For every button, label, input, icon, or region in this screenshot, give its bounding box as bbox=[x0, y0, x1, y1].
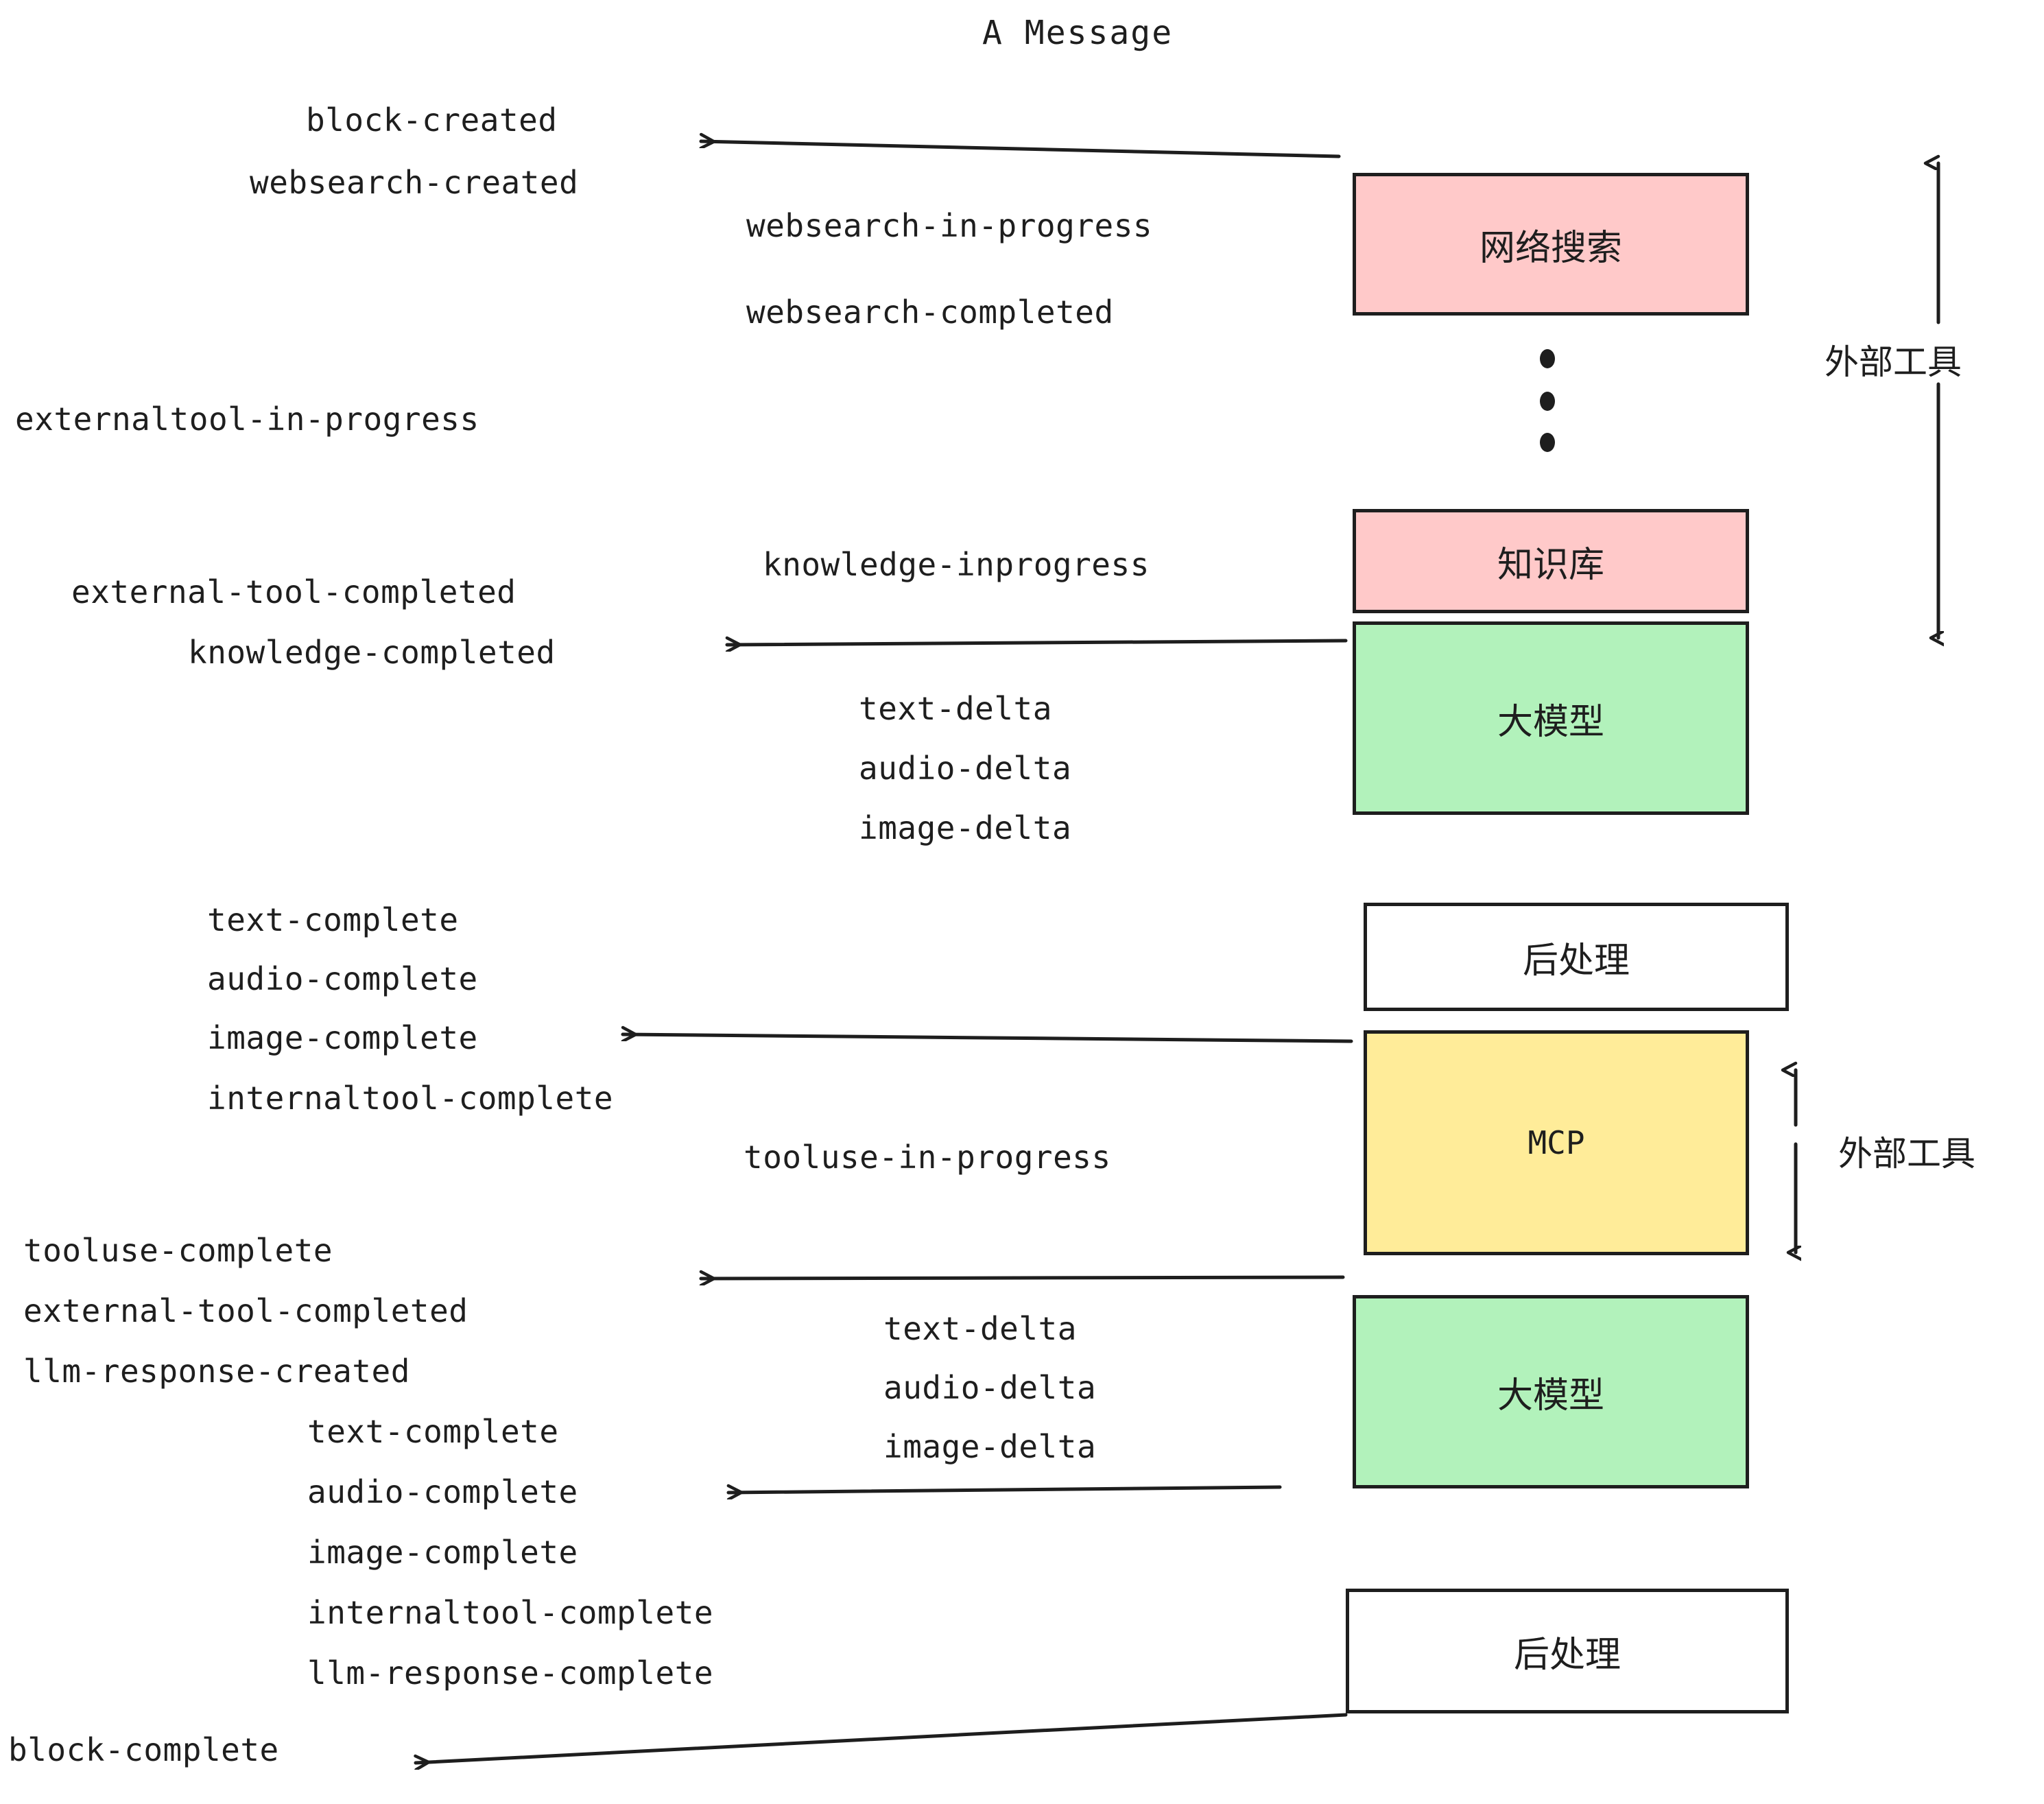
event-label-audio-delta-1: audio-delta bbox=[859, 750, 1072, 787]
side-label-external-tools-top: 外部工具 bbox=[1825, 342, 1962, 382]
event-label-image-delta-1: image-delta bbox=[859, 809, 1072, 846]
event-label-image-complete-1: image-complete bbox=[207, 1019, 478, 1056]
arrow-knowledge-out bbox=[725, 641, 1348, 645]
node-label-websearch: 网络搜索 bbox=[1479, 227, 1622, 269]
node-mcp[interactable]: MCP bbox=[1364, 1030, 1749, 1255]
event-label-external-tool-completed-1: external-tool-completed bbox=[71, 573, 516, 610]
event-label-llm-response-complete: llm-response-complete bbox=[307, 1654, 714, 1692]
event-label-audio-delta-2: audio-delta bbox=[883, 1369, 1097, 1406]
event-label-knowledge-completed: knowledge-completed bbox=[188, 634, 556, 671]
event-label-knowledge-inprogress: knowledge-inprogress bbox=[763, 546, 1150, 583]
event-label-websearch-completed: websearch-completed bbox=[746, 294, 1114, 331]
event-label-internaltool-complete-1: internaltool-complete bbox=[207, 1080, 614, 1117]
node-label-postproc-2: 后处理 bbox=[1513, 1634, 1621, 1676]
event-label-image-complete-2: image-complete bbox=[307, 1534, 578, 1571]
node-knowledge[interactable]: 知识库 bbox=[1353, 509, 1749, 613]
node-label-mcp: MCP bbox=[1528, 1124, 1585, 1161]
arrow-mcp-out bbox=[699, 1277, 1345, 1279]
arrow-llm2-out bbox=[726, 1487, 1282, 1493]
event-label-tooluse-complete: tooluse-complete bbox=[23, 1232, 333, 1269]
event-label-internaltool-complete-2: internaltool-complete bbox=[307, 1594, 714, 1631]
event-label-externaltool-in-progress: externaltool-in-progress bbox=[15, 401, 479, 438]
node-label-llm-1: 大模型 bbox=[1497, 701, 1604, 743]
event-label-block-complete: block-complete bbox=[8, 1731, 279, 1768]
event-label-audio-complete-1: audio-complete bbox=[207, 960, 478, 997]
node-llm-1[interactable]: 大模型 bbox=[1353, 621, 1749, 815]
event-label-text-complete-1: text-complete bbox=[207, 901, 459, 938]
node-label-postproc-1: 后处理 bbox=[1522, 940, 1630, 982]
ellipsis-dot-3 bbox=[1540, 433, 1555, 452]
arrow-postproc-out bbox=[416, 1713, 1348, 1763]
arrow-mcp-top-out bbox=[621, 1034, 1353, 1043]
node-label-llm-2: 大模型 bbox=[1497, 1375, 1604, 1416]
event-label-text-delta-1: text-delta bbox=[859, 690, 1052, 727]
event-label-tooluse-in-progress: tooluse-in-progress bbox=[744, 1139, 1111, 1176]
event-label-block-created: block-created bbox=[306, 102, 558, 139]
node-postproc-2[interactable]: 后处理 bbox=[1346, 1589, 1789, 1713]
arrow-websearch-out bbox=[699, 141, 1341, 158]
event-label-text-complete-2: text-complete bbox=[307, 1413, 559, 1450]
node-postproc-1[interactable]: 后处理 bbox=[1364, 903, 1789, 1011]
event-label-websearch-created: websearch-created bbox=[250, 164, 579, 201]
node-label-knowledge: 知识库 bbox=[1497, 544, 1604, 586]
node-llm-2[interactable]: 大模型 bbox=[1353, 1295, 1749, 1488]
event-label-external-tool-completed-2: external-tool-completed bbox=[23, 1292, 468, 1329]
side-label-external-tools-bottom: 外部工具 bbox=[1838, 1134, 1975, 1174]
event-label-image-delta-2: image-delta bbox=[883, 1428, 1097, 1465]
event-label-text-delta-2: text-delta bbox=[883, 1310, 1077, 1347]
event-label-websearch-in-progress: websearch-in-progress bbox=[746, 207, 1153, 244]
ellipsis-dot-2 bbox=[1540, 392, 1555, 411]
page-title: A Message bbox=[982, 14, 1174, 52]
node-websearch[interactable]: 网络搜索 bbox=[1353, 173, 1749, 316]
ellipsis-dot-1 bbox=[1540, 349, 1555, 368]
event-label-audio-complete-2: audio-complete bbox=[307, 1473, 578, 1510]
event-label-llm-response-created: llm-response-created bbox=[23, 1353, 410, 1390]
